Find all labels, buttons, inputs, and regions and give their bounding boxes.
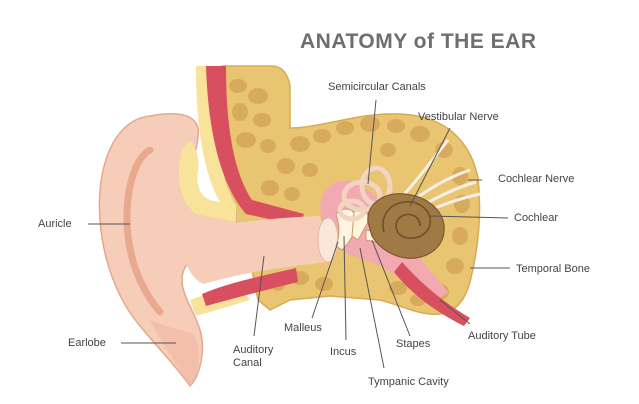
- label-auditory-canal-line1: Auditory: [233, 344, 274, 356]
- label-stapes: Stapes: [396, 338, 431, 350]
- label-tympanic-cavity: Tympanic Cavity: [368, 376, 449, 388]
- label-earlobe: Earlobe: [68, 337, 106, 349]
- cochlea-shape: [367, 193, 445, 259]
- label-cochlear-nerve: Cochlear Nerve: [498, 173, 575, 185]
- label-auricle: Auricle: [38, 218, 72, 230]
- label-semicircular-canals: Semicircular Canals: [328, 81, 426, 93]
- leader-lines: [88, 99, 510, 369]
- canal-wall: [206, 66, 304, 226]
- semicircular-canals: [337, 165, 393, 222]
- cartilage-band: [178, 140, 236, 222]
- label-incus: Incus: [330, 346, 357, 358]
- label-temporal-bone: Temporal Bone: [516, 263, 590, 275]
- label-auditory-canal-line2: Canal: [233, 357, 262, 369]
- label-cochlear: Cochlear: [514, 212, 559, 224]
- page-title: ANATOMY of THE EAR: [300, 30, 537, 53]
- earlobe-shape: [150, 320, 199, 386]
- label-vestibular-nerve: Vestibular Nerve: [418, 111, 499, 123]
- auditory-canal: [180, 216, 330, 284]
- label-malleus: Malleus: [284, 322, 322, 334]
- label-auditory-tube: Auditory Tube: [468, 330, 536, 342]
- eardrum: [317, 217, 339, 263]
- auditory-tube-shape: [394, 262, 470, 326]
